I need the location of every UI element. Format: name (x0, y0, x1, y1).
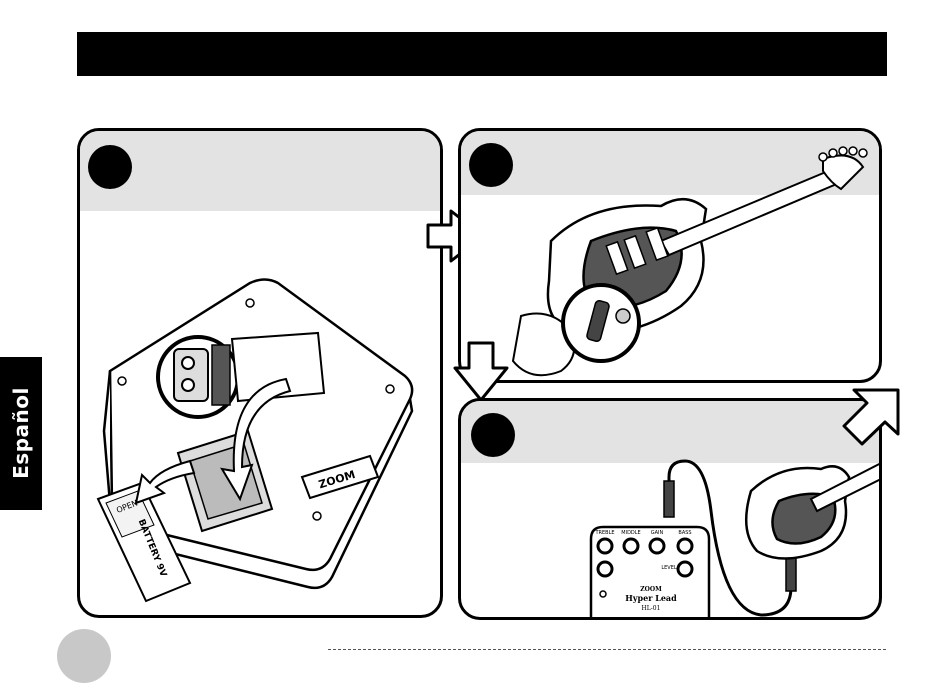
page-number-badge (57, 629, 111, 683)
pedal-brand: ZOOM (640, 586, 662, 593)
pedal-model-name: Hyper Lead (625, 593, 677, 603)
pedal-connect-illustration: TREBLE MIDDLE GAIN BASS LEVEL ZOOM Hyper… (461, 401, 882, 620)
step-1-panel: ZOOM OPEN BATTERY 9V (77, 128, 443, 618)
guitar-connect-illustration (461, 131, 882, 383)
knob-label-bass: BASS (678, 530, 691, 536)
battery-install-illustration: ZOOM OPEN BATTERY 9V (80, 131, 443, 618)
header-bar (77, 32, 887, 76)
knob-label-gain: GAIN (651, 530, 664, 536)
down-arrow-icon (452, 340, 510, 404)
footer-divider (328, 649, 886, 650)
jack-callout-circle (563, 285, 639, 361)
knob-label-level: LEVEL (661, 565, 677, 571)
exit-arrow-icon (842, 386, 902, 446)
detail-callout-circle (158, 337, 238, 417)
pedal-model-code: HL-01 (642, 605, 661, 612)
knob-label-treble: TREBLE (594, 530, 614, 536)
language-tab: Español (0, 357, 42, 510)
step-3-panel: TREBLE MIDDLE GAIN BASS LEVEL ZOOM Hyper… (458, 398, 882, 620)
language-tab-label: Español (9, 387, 33, 479)
knob-label-middle: MIDDLE (621, 530, 640, 536)
guitar-body-small (746, 461, 882, 559)
step-2-panel (458, 128, 882, 383)
